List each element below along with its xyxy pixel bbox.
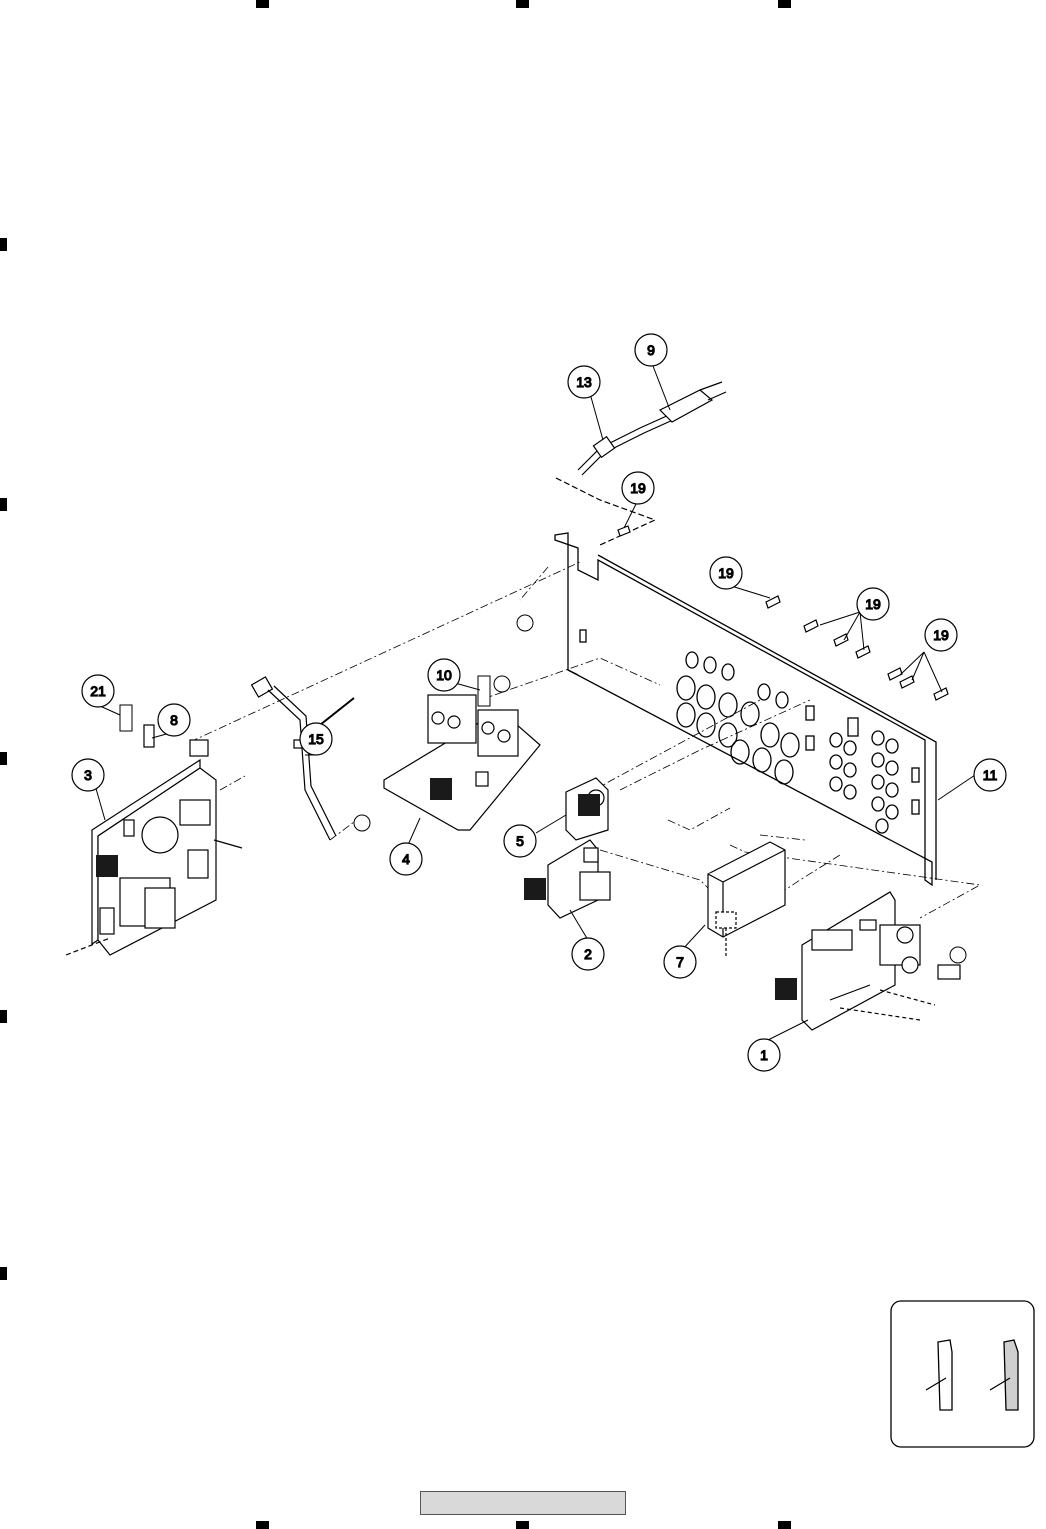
cable-harness [252, 677, 354, 840]
callout-7: 7 [664, 946, 696, 978]
svg-text:2: 2 [584, 946, 592, 962]
callout-1: 1 [748, 1039, 780, 1071]
svg-text:5: 5 [516, 833, 524, 849]
callout-15: 15 [300, 723, 332, 755]
board-2 [548, 840, 610, 918]
svg-text:9: 9 [647, 342, 655, 358]
jack-board-4 [384, 695, 540, 830]
callout-4: 4 [390, 843, 422, 875]
svg-text:21: 21 [90, 683, 106, 699]
svg-text:8: 8 [170, 712, 178, 728]
callout-9: 9 [635, 334, 667, 366]
callout-2: 2 [572, 938, 604, 970]
svg-text:11: 11 [983, 767, 998, 783]
svg-text:19: 19 [933, 627, 949, 643]
callout-19: 19 [710, 557, 742, 589]
callout-19: 19 [857, 588, 889, 620]
svg-text:10: 10 [436, 667, 452, 683]
callout-3: 3 [72, 759, 104, 791]
power-cord-assembly [556, 382, 726, 545]
svg-text:13: 13 [576, 374, 592, 390]
svg-text:7: 7 [676, 954, 684, 970]
module-box-7 [708, 842, 785, 956]
callout-8: 8 [158, 704, 190, 736]
footer-bar [420, 1491, 626, 1515]
callout-10: 10 [428, 659, 460, 691]
callout-19: 19 [622, 472, 654, 504]
svg-text:19: 19 [630, 480, 646, 496]
svg-text:4: 4 [402, 851, 410, 867]
legend-box [891, 1301, 1034, 1447]
callout-11: 11 [974, 759, 1006, 791]
board-1 [802, 892, 960, 1030]
label-sticker-10 [478, 676, 490, 706]
rear-panel-chassis [555, 533, 936, 885]
callout-13: 13 [568, 366, 600, 398]
registration-marks [0, 0, 791, 1529]
callout-5: 5 [504, 825, 536, 857]
svg-text:19: 19 [718, 565, 734, 581]
label-21 [120, 705, 132, 731]
svg-text:1: 1 [760, 1047, 768, 1063]
fuse-8 [144, 725, 154, 747]
callout-21: 21 [82, 675, 114, 707]
svg-text:3: 3 [84, 767, 92, 783]
svg-text:15: 15 [308, 731, 324, 747]
callout-19: 19 [925, 619, 957, 651]
svg-text:19: 19 [865, 596, 881, 612]
